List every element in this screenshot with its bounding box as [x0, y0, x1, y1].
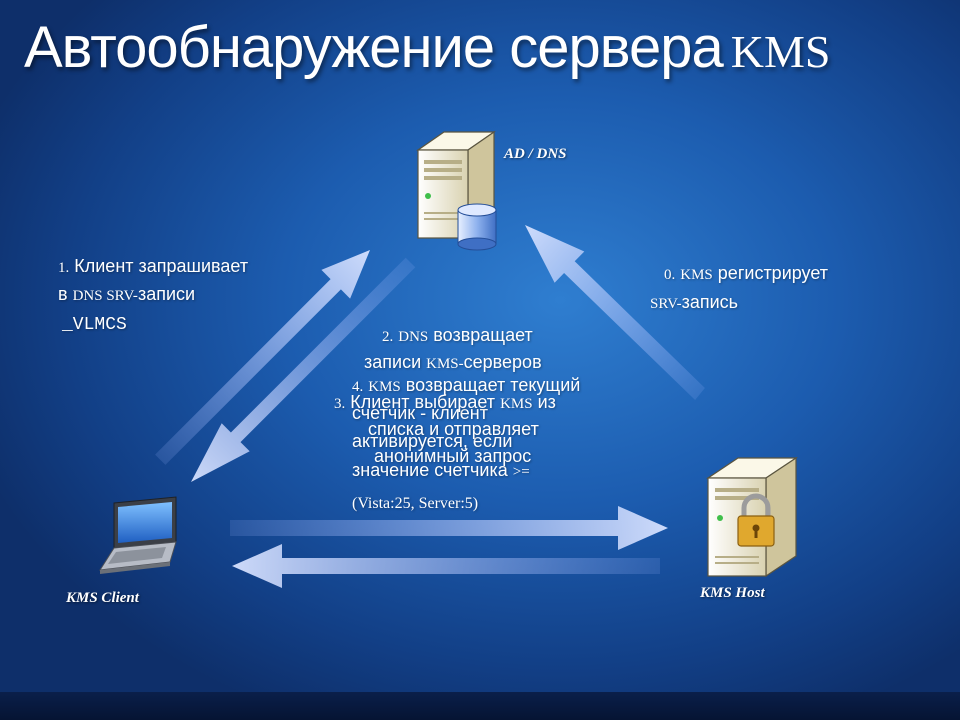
database-icon — [457, 203, 497, 251]
title-text: Автообнаружение сервера — [24, 15, 724, 80]
title-kms: KMS — [730, 26, 831, 77]
step4-thresholds: (Vista:25, Server:5) — [352, 495, 479, 512]
kms-client-label: KMS Client — [66, 590, 139, 606]
arrow-host-to-dns — [525, 225, 705, 400]
step3-line3: анонимный запрос — [374, 446, 532, 466]
step4-line2: счетчик - клиент — [352, 403, 488, 423]
kms-host-label: KMS Host — [700, 585, 765, 601]
step0-line1: 0. KMS регистрирует — [664, 263, 829, 283]
step2-line1: 2. DNS возвращает — [382, 325, 533, 345]
arrow-client-to-host — [230, 506, 668, 550]
step1-record: _VLMCS — [62, 315, 127, 335]
step1-line1: 1. Клиент запрашивает — [58, 256, 249, 276]
step2-line2: записи KMS-серверов — [364, 352, 542, 372]
step3-line2: списка и отправляет — [368, 419, 539, 439]
step1-line2: в DNS SRV-записи — [58, 284, 196, 304]
lock-icon — [737, 493, 775, 547]
step4-line4: значение счетчика >= — [352, 460, 530, 480]
ad-dns-label: AD / DNS — [504, 146, 567, 162]
step4-line1: 4. KMS возвращает текущий — [352, 375, 581, 395]
bottom-bar — [0, 692, 960, 720]
arrow-client-to-dns — [155, 250, 370, 465]
arrow-host-to-client — [232, 544, 660, 588]
arrow-dns-to-client — [191, 257, 416, 482]
laptop-icon — [99, 496, 177, 574]
step0-line2: SRV-запись — [650, 292, 739, 312]
step4-line3: активируется, если — [352, 431, 513, 451]
step3-line1: 3. Клиент выбирает KMS из — [334, 392, 556, 412]
